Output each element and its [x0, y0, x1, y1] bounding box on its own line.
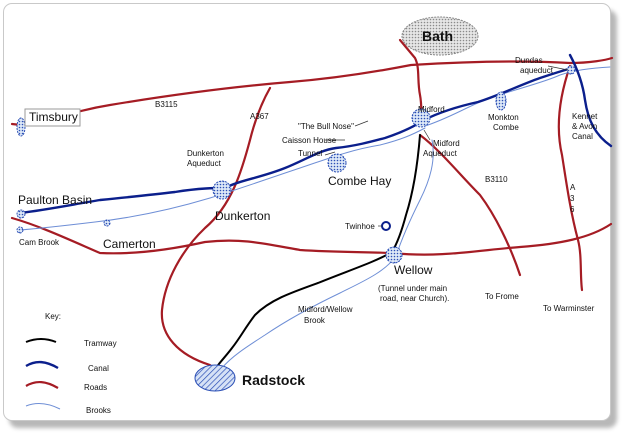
bull-nose-label: "The Bull Nose" [298, 122, 354, 131]
brooks [19, 66, 611, 369]
kennet-avon-label-1: Kennet [572, 112, 598, 121]
dundas-label-2: aqueduct [520, 66, 554, 75]
paulton-basin-label: Paulton Basin [18, 193, 92, 207]
a36-label-a: A [570, 183, 576, 192]
key-line-brooks [25, 403, 61, 410]
to-warminster-label: To Warminster [543, 304, 595, 313]
wellow-note-1: (Tunnel under main [378, 284, 447, 293]
labels: Bath Timsbury Paulton Basin Cam Brook Ca… [18, 28, 598, 388]
midford-label: Midford [418, 105, 445, 114]
canal-somerset-coal [18, 66, 574, 215]
dunkerton-marker [212, 180, 232, 200]
cam-brook-marker [16, 226, 24, 234]
key-label-canal: Canal [88, 364, 109, 373]
road-west [10, 216, 395, 255]
midford-wellow-brook-label-2: Brook [304, 316, 326, 325]
to-frome-label: To Frome [485, 292, 519, 301]
map-key: Key: Tramway Canal Roads Brooks [25, 312, 117, 415]
key-title: Key: [45, 312, 61, 321]
road-b3115 [10, 56, 614, 126]
twinhoe-marker [381, 221, 391, 231]
dundas-label-1: Dundas [515, 56, 543, 65]
brook-midford-wellow [221, 139, 434, 369]
dunkerton-aqueduct-label-2: Aqueduct [187, 159, 222, 168]
bullnose-pointer [354, 120, 369, 127]
roads [10, 38, 614, 367]
dundas-marker [566, 65, 576, 75]
dunkerton-label: Dunkerton [215, 209, 270, 223]
tunnel-pointer [324, 151, 336, 156]
key-line-tramway [25, 338, 57, 343]
canal [18, 53, 613, 215]
wellow-label: Wellow [394, 263, 433, 277]
brook-avon [424, 66, 611, 127]
monkton-combe-label-1: Monkton [488, 113, 519, 122]
a36-label-3: 3 [570, 194, 575, 203]
key-label-tramway: Tramway [84, 339, 117, 348]
timsbury-label-box [24, 108, 81, 127]
twinhoe-label: Twinhoe [345, 222, 375, 231]
key-label-brooks: Brooks [86, 406, 111, 415]
midford-marker [411, 108, 431, 128]
tramway [215, 134, 421, 369]
cam-brook-label: Cam Brook [19, 238, 60, 247]
timsbury-marker [16, 117, 26, 137]
road-a367 [160, 86, 272, 367]
camerton-marker [103, 219, 111, 227]
dundas-pointer [547, 65, 569, 71]
pointers [324, 65, 569, 227]
camerton-label: Camerton [103, 237, 156, 251]
road-a36 [557, 64, 584, 292]
wellow-note-2: road, near Church). [380, 294, 449, 303]
key-line-roads [25, 381, 59, 389]
midford-wellow-brook-label-1: Midford/Wellow [298, 305, 353, 314]
paulton-basin-marker [16, 209, 26, 219]
midford-aqueduct-pointer [423, 129, 431, 141]
a367-label: A367 [250, 112, 269, 121]
a36-label-6: 6 [570, 205, 575, 214]
kennet-avon-label-3: Canal [572, 132, 593, 141]
monkton-combe-marker [495, 91, 507, 111]
b3115-label: B3115 [155, 100, 178, 109]
road-wellow-east [391, 222, 613, 256]
map-frame [3, 3, 611, 421]
b3110-label: B3110 [485, 175, 508, 184]
caisson-house-label: Caisson House [282, 136, 337, 145]
monkton-combe-label-2: Combe [493, 123, 519, 132]
tramway-line [215, 134, 421, 369]
midford-aqueduct-label-2: Aqueduct [423, 149, 458, 158]
bath-label: Bath [422, 28, 453, 44]
wellow-marker [385, 246, 403, 264]
tunnel-label: Tunnel [298, 149, 322, 158]
radstock-marker [194, 364, 236, 392]
key-label-roads: Roads [84, 383, 107, 392]
combe-hay-marker [327, 153, 347, 173]
dunkerton-aqueduct-label-1: Dunkerton [187, 149, 224, 158]
canal-kennet-avon [568, 53, 613, 148]
radstock-label: Radstock [242, 372, 305, 388]
combe-hay-label: Combe Hay [328, 174, 391, 188]
bath-marker [401, 16, 479, 56]
markers [16, 16, 576, 392]
kennet-avon-label-2: & Avon [572, 122, 597, 131]
key-line-canal [25, 360, 59, 370]
brook-cam [19, 127, 426, 231]
timsbury-label: Timsbury [29, 110, 78, 124]
road-b3110 [418, 133, 522, 277]
midford-aqueduct-label-1: Midford [433, 139, 460, 148]
